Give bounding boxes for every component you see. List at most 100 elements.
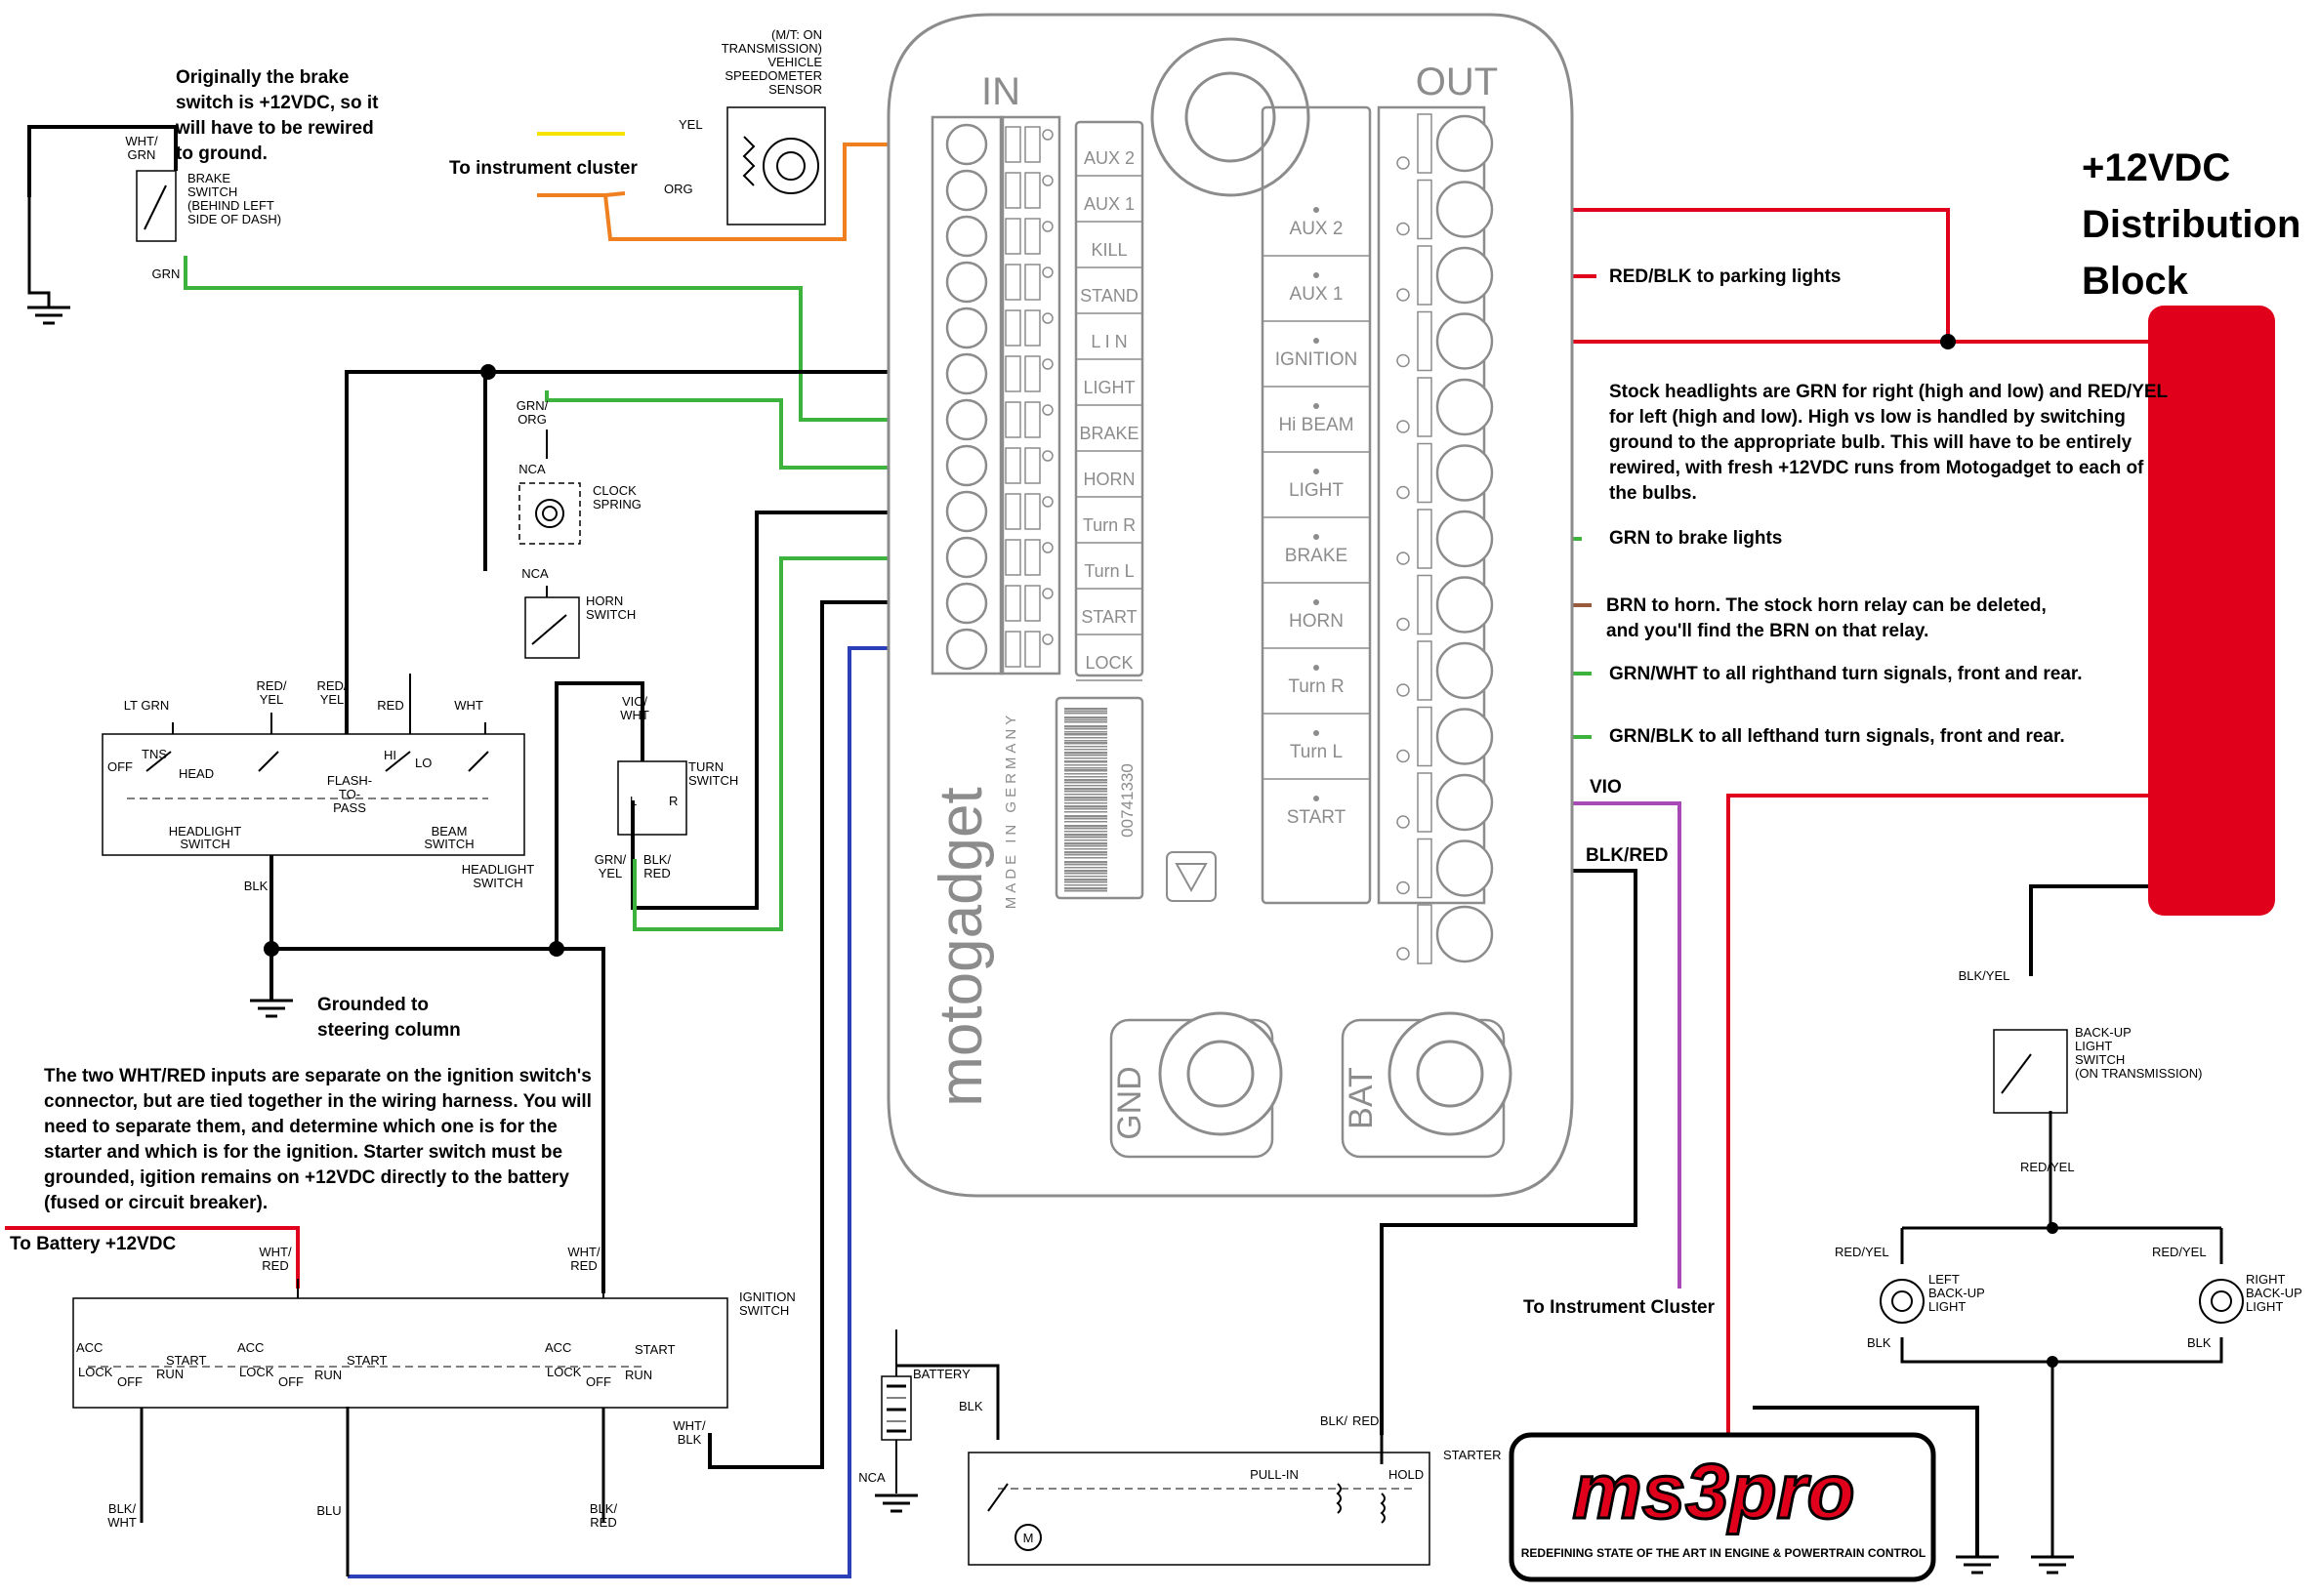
- clock-spring-icon-inner: [542, 506, 558, 521]
- barcode-bar: [1064, 779, 1107, 782]
- ms3pro-tagline: REDEFINING STATE OF THE ART IN ENGINE & …: [1521, 1546, 1926, 1560]
- brake-lights-note: GRN to brake lights: [1609, 528, 1782, 549]
- horn-note: and you'll find the BRN on that relay.: [1606, 621, 1928, 641]
- clock-spring-box: [518, 482, 581, 545]
- barcode-bar: [1064, 757, 1107, 759]
- red-yel-label: RED/: [2152, 1245, 2182, 1259]
- to-battery-note: To Battery +12VDC: [10, 1234, 176, 1254]
- hs-tns-label: TNS: [142, 747, 167, 761]
- in-terminal-screw: [945, 169, 988, 212]
- out-pin: [1396, 683, 1410, 697]
- backup-switch-label: SWITCH: [2075, 1052, 2125, 1067]
- barcode-bar: [1064, 773, 1107, 775]
- in-pin: [1042, 175, 1054, 186]
- out-terminal-screw: [1435, 839, 1494, 897]
- barcode-sticker: [1055, 696, 1144, 900]
- in-clamp: [1005, 539, 1021, 576]
- bat-label: BAT: [1343, 1067, 1380, 1129]
- out-label: Turn L: [1290, 742, 1343, 762]
- barcode-bar: [1064, 711, 1107, 713]
- brake-switch-contact: [144, 184, 167, 230]
- red-yel-label: RED/: [1835, 1245, 1865, 1259]
- in-pin: [1042, 634, 1054, 645]
- off-label: OFF: [586, 1374, 611, 1389]
- headlights-note: Stock headlights are GRN for right (high…: [1609, 382, 2169, 402]
- in-terminal-block: [931, 115, 1005, 675]
- out-label: BRAKE: [1285, 546, 1347, 566]
- vss-label: (M/T: ON: [771, 27, 822, 42]
- blk-wht-label: BLK/: [108, 1501, 137, 1516]
- red-yel-label: RED/: [256, 678, 286, 693]
- in-label: AUX 2: [1084, 148, 1135, 168]
- out-led: [1313, 338, 1319, 344]
- vss-yel-label: YEL: [679, 117, 703, 132]
- barcode-bar: [1064, 728, 1107, 730]
- barcode-bar: [1064, 890, 1107, 892]
- out-label: Turn R: [1288, 676, 1344, 697]
- vss-gear-hub: [776, 151, 806, 181]
- barcode-bar: [1064, 867, 1107, 869]
- out-terminal-screw: [1435, 114, 1494, 173]
- out-led: [1313, 730, 1319, 736]
- vss-org-label: ORG: [664, 182, 693, 196]
- out-terminal-screw: [1435, 312, 1494, 370]
- made-in-germany: MADE IN GERMANY: [1003, 712, 1019, 910]
- left-backup-bulb-icon: [1880, 1279, 1925, 1324]
- blk-label: BLK: [2187, 1335, 2212, 1350]
- vss-org-in-wire: [537, 191, 626, 197]
- run-label: RUN: [625, 1368, 652, 1382]
- battery-to-starter-wire: [896, 1364, 1000, 1440]
- vio-note: VIO: [1590, 777, 1622, 798]
- barcode-bar: [1064, 776, 1107, 778]
- module-in-header: IN: [981, 70, 1020, 113]
- horn-switch-contact: [531, 614, 567, 645]
- out-pin: [1396, 353, 1410, 368]
- clock-spring-label: CLOCK: [593, 483, 637, 498]
- in-terminal-screw: [945, 215, 988, 258]
- run-label: RUN: [314, 1368, 342, 1382]
- out-clamp: [1417, 442, 1432, 504]
- out-clamp: [1417, 772, 1432, 833]
- out-led: [1313, 469, 1319, 474]
- ignition-switch-label: SWITCH: [739, 1303, 789, 1318]
- barcode-bar: [1064, 725, 1107, 728]
- grn-org-label: GRN/: [517, 398, 549, 413]
- in-pin: [1042, 129, 1054, 141]
- out-terminal-screw: [1435, 708, 1494, 765]
- brake-switch-label: BRAKE: [187, 171, 230, 185]
- nca-label: NCA: [518, 462, 546, 476]
- out-pin: [1396, 552, 1410, 565]
- blk-red-note: BLK/RED: [1586, 845, 1668, 866]
- barcode-bar: [1064, 742, 1107, 745]
- vss-org-wire: [603, 143, 952, 241]
- in-pin: [1042, 588, 1054, 599]
- in-terminal-screw: [945, 444, 988, 487]
- barcode-bar: [1064, 828, 1107, 830]
- parking-note: RED/BLK to parking lights: [1609, 266, 1842, 287]
- out-clamp: [1417, 640, 1432, 701]
- in-pin: [1042, 358, 1054, 370]
- barcode-bar: [1064, 737, 1107, 739]
- out-clamp: [1417, 574, 1432, 635]
- blk-label: BLK: [244, 879, 269, 893]
- in-clamp: [1005, 264, 1021, 301]
- acc-label: ACC: [76, 1340, 103, 1355]
- barcode-bar: [1064, 752, 1107, 755]
- blk-red-label: RED: [590, 1515, 616, 1530]
- in-pin: [1042, 312, 1054, 324]
- out-terminal-screw: [1435, 181, 1494, 238]
- starter-motor-icon: [1015, 1524, 1042, 1551]
- turn-left-note: GRN/BLK to all lefthand turn signals, fr…: [1609, 726, 2065, 747]
- in-label: START: [1081, 607, 1137, 627]
- brake-switch-label: (BEHIND LEFT: [187, 198, 274, 213]
- distribution-block-title: Distribution: [2082, 203, 2300, 246]
- out-terminal-screw: [1435, 773, 1494, 832]
- out-pin: [1396, 617, 1410, 632]
- brake-switch-body: [136, 170, 177, 242]
- start-blk-wire: [708, 600, 952, 1469]
- out-aux2-red-wire: [1484, 208, 2148, 344]
- brake-ground: [27, 306, 70, 325]
- hs-flash-label: FLASH-: [327, 773, 372, 788]
- barcode-bar: [1064, 815, 1107, 818]
- instrument-cluster-note: To instrument cluster: [449, 158, 638, 179]
